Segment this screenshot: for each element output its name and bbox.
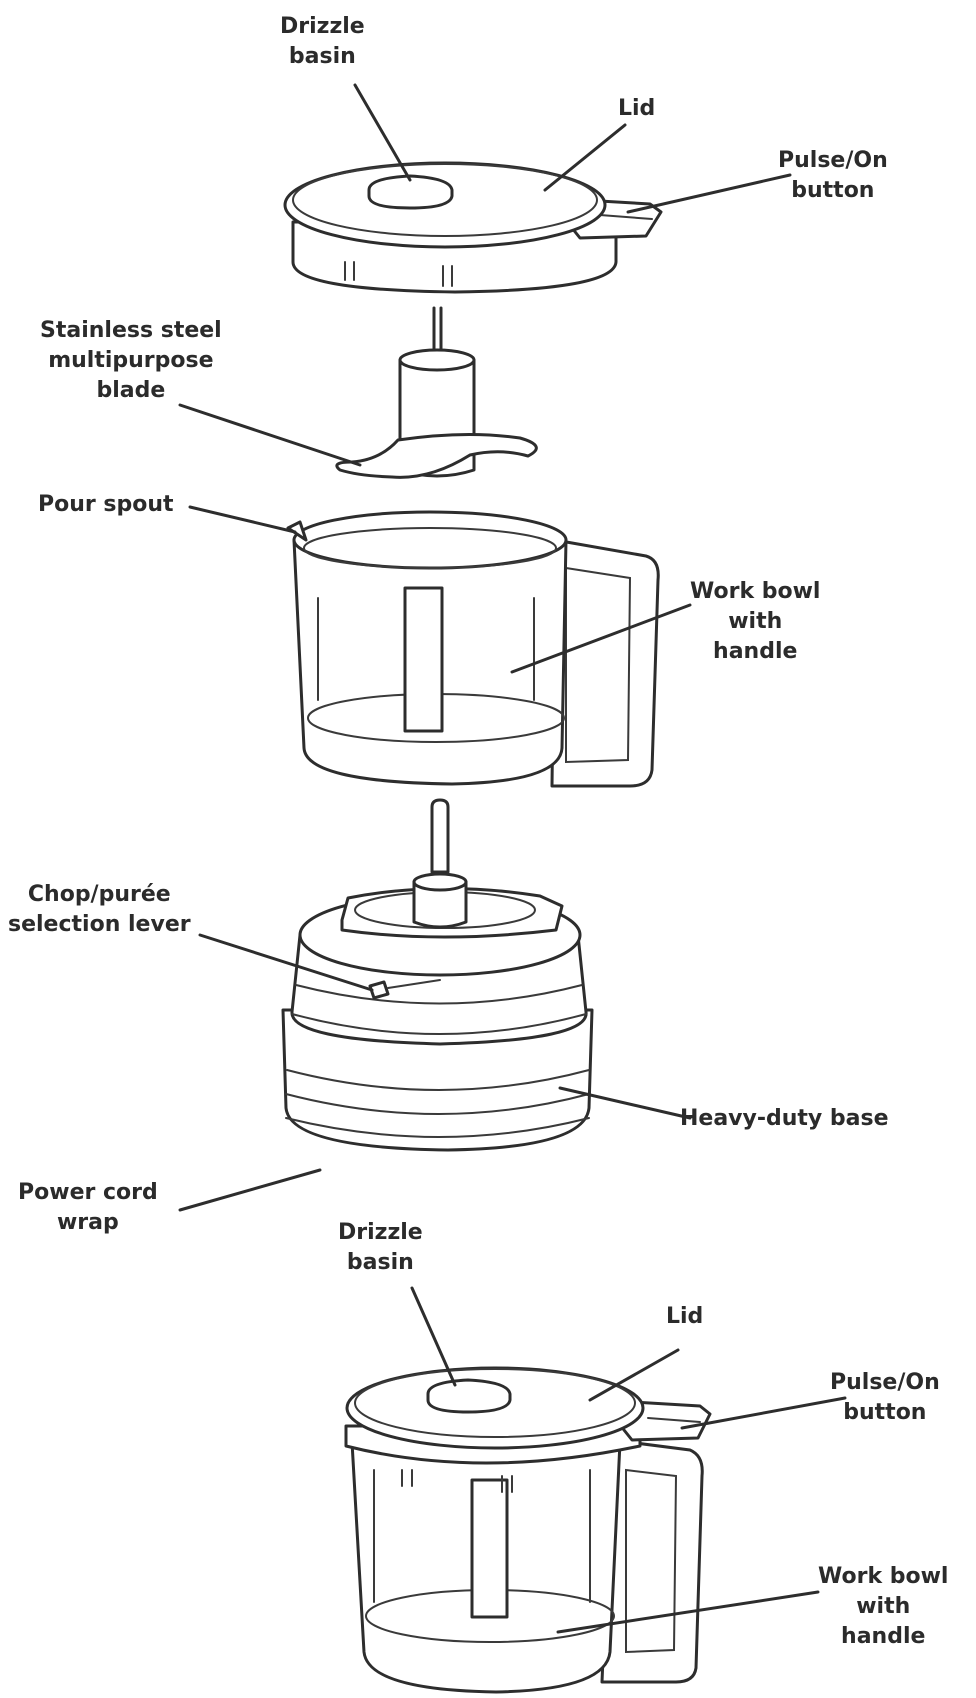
label-work-bowl-bottom: Work bowl with handle xyxy=(818,1562,948,1652)
label-pulse-on-bottom: Pulse/On button xyxy=(830,1368,940,1428)
label-line: blade xyxy=(96,378,166,403)
label-line: Lid xyxy=(666,1304,704,1329)
label-line: Pulse/On xyxy=(830,1370,940,1395)
label-drizzle-basin-top: Drizzle basin xyxy=(280,12,365,72)
label-line: button xyxy=(843,1400,927,1425)
label-line: with xyxy=(728,609,783,634)
label-line: basin xyxy=(288,44,356,69)
label-line: Pour spout xyxy=(38,492,174,517)
label-power-cord-wrap: Power cord wrap xyxy=(18,1178,158,1238)
label-line: Drizzle xyxy=(280,14,365,39)
label-line: handle xyxy=(713,639,798,664)
label-lid-bottom: Lid xyxy=(666,1302,703,1332)
blade-part xyxy=(335,306,538,479)
label-line: handle xyxy=(841,1624,926,1649)
label-line: Chop/purée xyxy=(27,882,171,907)
label-line: Work bowl xyxy=(818,1564,949,1589)
leader-lines xyxy=(178,83,847,1634)
label-line: Pulse/On xyxy=(778,148,888,173)
assembled-chopper-part xyxy=(344,1366,712,1694)
label-line: Drizzle xyxy=(338,1220,423,1245)
label-line: button xyxy=(791,178,875,203)
label-heavy-duty-base: Heavy-duty base xyxy=(680,1104,889,1134)
label-pour-spout: Pour spout xyxy=(38,490,174,520)
label-line: with xyxy=(856,1594,911,1619)
label-line: Work bowl xyxy=(690,579,821,604)
label-drizzle-basin-bottom: Drizzle basin xyxy=(338,1218,423,1278)
work-bowl-top-part xyxy=(286,510,660,788)
base-part xyxy=(281,798,594,1152)
label-chop-puree-lever: Chop/purée selection lever xyxy=(8,880,191,940)
label-work-bowl-top: Work bowl with handle xyxy=(690,577,820,667)
label-blade: Stainless steel multipurpose blade xyxy=(40,316,222,406)
label-line: selection lever xyxy=(8,912,191,937)
lid-top-part xyxy=(283,161,663,294)
label-line: basin xyxy=(346,1250,414,1275)
label-line: multipurpose xyxy=(48,348,214,373)
label-line: Power cord xyxy=(18,1180,158,1205)
label-pulse-on-top: Pulse/On button xyxy=(778,146,888,206)
label-line: Lid xyxy=(618,96,656,121)
label-line: Stainless steel xyxy=(40,318,222,343)
label-line: wrap xyxy=(56,1210,119,1235)
label-lid-top: Lid xyxy=(618,94,655,124)
label-line: Heavy-duty base xyxy=(680,1106,889,1131)
